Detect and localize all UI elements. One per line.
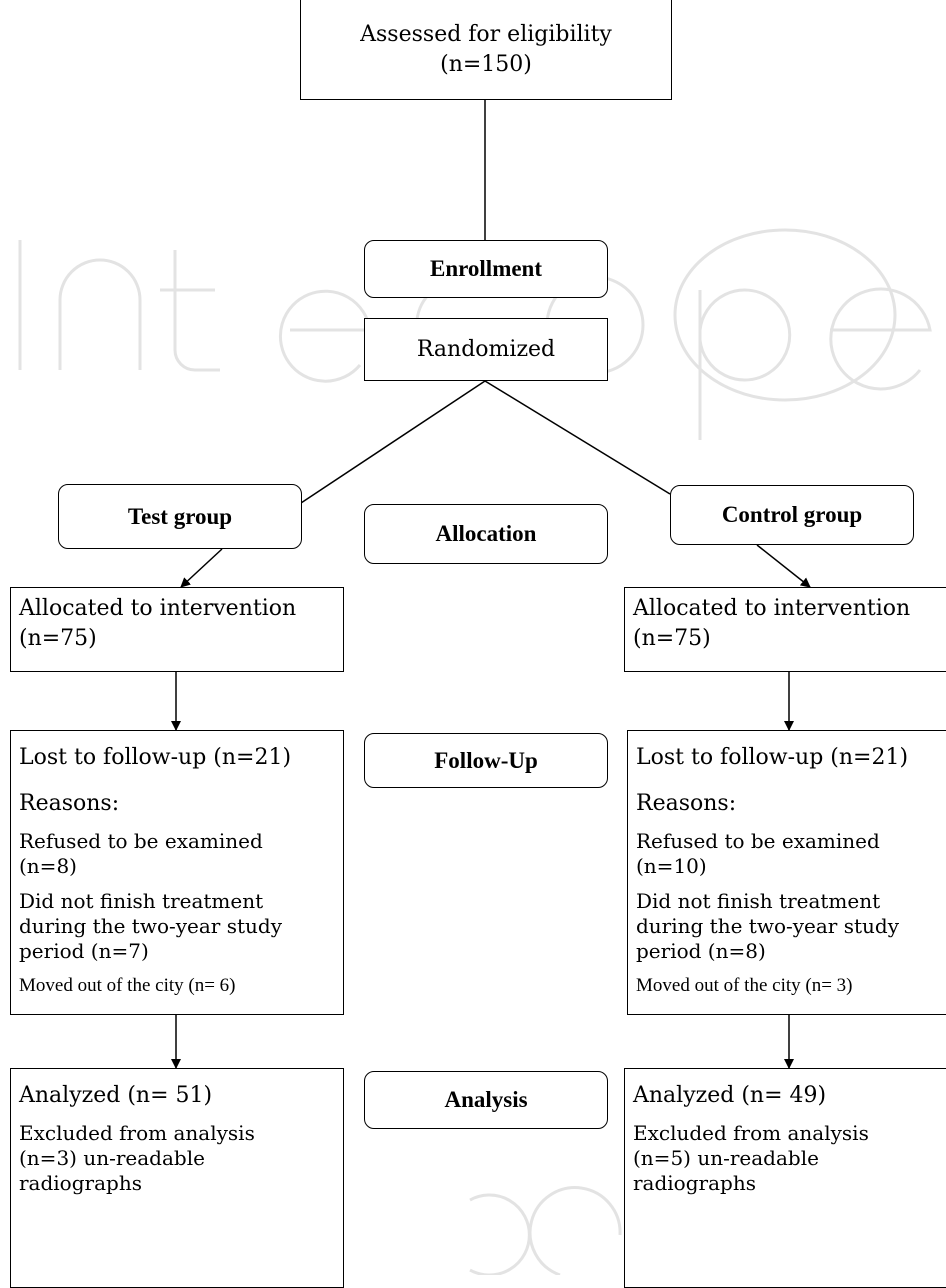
right-not-finished-line-2: during the two-year study bbox=[636, 914, 900, 938]
left-analyzed-title: Analyzed (n= 51) bbox=[19, 1083, 213, 1108]
allocation-label: Allocation bbox=[435, 521, 537, 546]
left-not-finished-line-3: period (n=7) bbox=[19, 939, 149, 963]
left-allocated-count: (n=75) bbox=[19, 626, 97, 651]
right-lost-title: Lost to follow-up (n=21) bbox=[636, 745, 909, 770]
left-not-finished-line-2: during the two-year study bbox=[19, 914, 283, 938]
right-excluded-line-2: (n=5) un-readable bbox=[633, 1146, 819, 1170]
follow-up-label: Follow-Up bbox=[434, 747, 538, 773]
right-analyzed-box: Analyzed (n= 49) Excluded from analysis … bbox=[624, 1068, 946, 1288]
left-excluded-line-1: Excluded from analysis bbox=[19, 1121, 255, 1145]
control-group-label: Control group bbox=[721, 502, 863, 527]
left-excluded-line-2: (n=3) un-readable bbox=[19, 1146, 205, 1170]
eligibility-count: (n=150) bbox=[440, 51, 532, 77]
left-allocated-box: Allocated to intervention (n=75) bbox=[10, 587, 344, 672]
analysis-label: Analysis bbox=[444, 1087, 528, 1112]
right-excluded-line-3: radiographs bbox=[633, 1171, 756, 1195]
eligibility-box: Assessed for eligibility (n=150) bbox=[300, 0, 672, 100]
right-allocated-count: (n=75) bbox=[633, 626, 711, 651]
randomized-label: Randomized bbox=[416, 336, 556, 362]
randomized-to-control-line bbox=[484, 380, 671, 495]
right-refused-count: (n=10) bbox=[636, 854, 707, 878]
analysis-stage-box: Analysis bbox=[364, 1071, 608, 1129]
left-reasons-label: Reasons: bbox=[19, 791, 120, 816]
randomized-box: Randomized bbox=[364, 318, 608, 381]
left-lost-title: Lost to follow-up (n=21) bbox=[19, 745, 292, 770]
left-moved-reason: Moved out of the city (n= 6) bbox=[19, 975, 236, 996]
control-group-box: Control group bbox=[670, 485, 914, 545]
right-excluded-line-1: Excluded from analysis bbox=[633, 1121, 869, 1145]
right-moved-reason: Moved out of the city (n= 3) bbox=[636, 975, 853, 996]
right-lost-box: Lost to follow-up (n=21) Reasons: Refuse… bbox=[627, 730, 946, 1015]
right-reasons-label: Reasons: bbox=[636, 791, 737, 816]
right-allocated-box: Allocated to intervention (n=75) bbox=[624, 587, 946, 672]
left-not-finished-line-1: Did not finish treatment bbox=[19, 889, 264, 913]
right-analyzed-title: Analyzed (n= 49) bbox=[633, 1083, 827, 1108]
enrollment-box: Enrollment bbox=[364, 240, 608, 298]
left-allocated-label: Allocated to intervention bbox=[19, 596, 297, 621]
test-group-box: Test group bbox=[58, 484, 302, 549]
randomized-to-test-line bbox=[300, 380, 486, 504]
control-to-allocated-arrow bbox=[756, 544, 811, 588]
right-refused-reason: Refused to be examined bbox=[636, 829, 880, 853]
left-refused-count: (n=8) bbox=[19, 854, 77, 878]
left-refused-reason: Refused to be examined bbox=[19, 829, 263, 853]
enrollment-label: Enrollment bbox=[429, 256, 543, 281]
right-allocated-label: Allocated to intervention bbox=[633, 596, 911, 621]
left-excluded-line-3: radiographs bbox=[19, 1171, 142, 1195]
left-analyzed-box: Analyzed (n= 51) Excluded from analysis … bbox=[10, 1068, 344, 1288]
test-group-label: Test group bbox=[127, 503, 233, 529]
follow-up-stage-box: Follow-Up bbox=[364, 733, 608, 788]
right-not-finished-line-1: Did not finish treatment bbox=[636, 889, 881, 913]
eligibility-label: Assessed for eligibility bbox=[360, 21, 612, 47]
allocation-stage-box: Allocation bbox=[364, 504, 608, 564]
right-not-finished-line-3: period (n=8) bbox=[636, 939, 766, 963]
test-to-allocated-arrow bbox=[180, 548, 223, 588]
left-lost-box: Lost to follow-up (n=21) Reasons: Refuse… bbox=[10, 730, 344, 1015]
